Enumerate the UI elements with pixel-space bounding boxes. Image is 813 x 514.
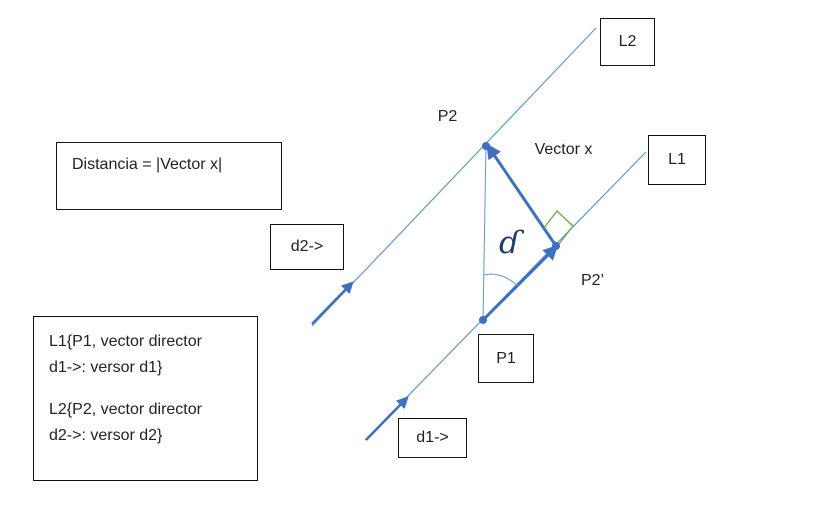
- label-d1: d1->: [398, 418, 467, 458]
- label-d1-text: d1->: [416, 429, 449, 447]
- definition-l2-line-2: d2->: versor d2}: [49, 427, 163, 444]
- definition-l2-line-1: L2{P2, vector director: [49, 401, 202, 418]
- point-p2: [482, 142, 490, 150]
- label-d2-text: d2->: [290, 238, 324, 256]
- label-d2: d2->: [270, 224, 344, 270]
- label-p1: P1: [478, 334, 534, 383]
- definitions-gap: [49, 381, 257, 397]
- label-p2: P2: [415, 96, 480, 138]
- angle-arc: [483, 273, 519, 287]
- label-vector-x-text: Vector x: [534, 141, 593, 159]
- right-angle-marker: [543, 209, 574, 245]
- distance-formula-text: Distancia = |Vector x|: [72, 156, 223, 173]
- definition-l1-line-2: d1->: versor d1}: [49, 359, 163, 376]
- line-l2: [311, 27, 597, 327]
- distance-formula-box: Distancia = |Vector x|: [56, 142, 282, 210]
- line-definitions-box: L1{P1, vector director d1->: versor d1} …: [33, 316, 258, 481]
- label-p2-text: P2: [437, 108, 458, 126]
- label-p2-prime-text: P2’: [580, 271, 605, 289]
- point-p1: [479, 316, 487, 324]
- label-l2-text: L2: [618, 33, 637, 51]
- d2-direction-arrow: [311, 281, 354, 325]
- label-p2-prime: P2’: [559, 258, 626, 303]
- vector-p1-p2prime: [481, 244, 559, 322]
- label-l1-text: L1: [668, 151, 686, 169]
- vector-x: [486, 143, 558, 247]
- definition-l1-line-1: L1{P1, vector director: [49, 333, 202, 350]
- angle-symbol: ɗ: [499, 225, 521, 261]
- point-p2-prime: [552, 242, 560, 250]
- d1-direction-arrow: [365, 396, 409, 441]
- label-vector-x: Vector x: [511, 130, 616, 170]
- label-l2: L2: [600, 18, 655, 66]
- segment-p1-p2: [482, 145, 487, 321]
- label-p1-text: P1: [496, 349, 516, 367]
- label-l1: L1: [648, 135, 706, 185]
